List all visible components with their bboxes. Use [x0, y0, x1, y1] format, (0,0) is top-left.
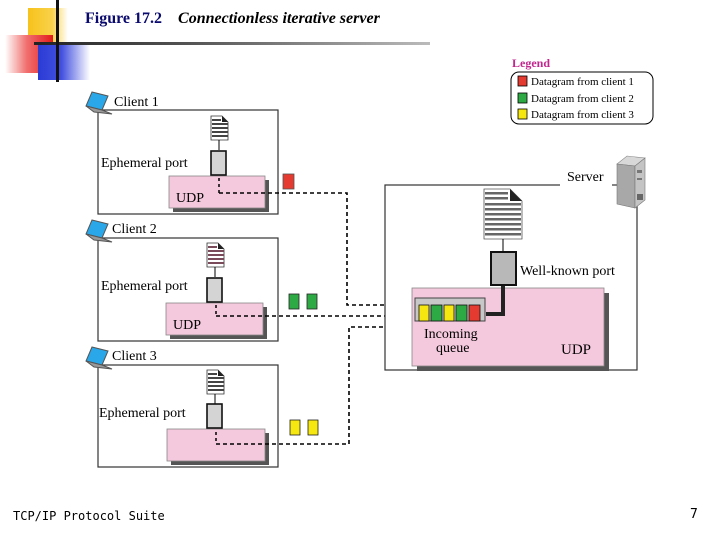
figure-number: Figure 17.2: [85, 10, 163, 27]
document-icon: [210, 115, 229, 141]
client-3: Client 3 Ephemeral port: [85, 346, 279, 468]
port-label: Ephemeral port: [99, 406, 186, 421]
port-label: Ephemeral port: [101, 156, 188, 171]
udp-label: UDP: [561, 342, 591, 358]
legend-swatch-red: [517, 75, 528, 87]
legend-label: Datagram from client 3: [531, 109, 634, 121]
figure-caption: Connectionless iterative server: [178, 10, 380, 27]
queue-label-line2: queue: [436, 341, 469, 356]
port-label: Well-known port: [520, 264, 615, 279]
legend-item-client1: Datagram from client 1: [517, 75, 634, 88]
footer-course-title: TCP/IP Protocol Suite: [13, 509, 165, 523]
client-name: Client 1: [114, 95, 159, 110]
document-icon: [206, 242, 225, 268]
udp-label: UDP: [176, 191, 204, 206]
ephemeral-port: [206, 403, 223, 429]
laptop-icon: [85, 91, 113, 115]
ephemeral-port: [206, 277, 223, 303]
server-name: Server: [567, 170, 604, 185]
server: Server Well-known port UDP: [384, 155, 646, 371]
well-known-port: [490, 251, 517, 286]
figure-title: Figure 17.2 Connectionless iterative serv…: [85, 10, 380, 28]
client-name: Client 2: [112, 222, 157, 237]
queued-datagram: [443, 304, 455, 322]
legend-label: Datagram from client 1: [531, 76, 634, 88]
queue-label-line1: Incoming: [424, 327, 478, 342]
datagram-client-3: [289, 419, 301, 436]
datagram-client-3: [307, 419, 319, 436]
datagram-client-1: [282, 173, 295, 190]
legend-title: Legend: [512, 56, 550, 70]
decor-vertical-rule: [56, 0, 59, 82]
queue-connector: [486, 284, 505, 316]
udp-box: [168, 175, 266, 209]
datagram-paths: [216, 192, 406, 445]
client-2: Client 2 Ephemeral port UDP: [85, 219, 279, 342]
path-client-3: [216, 322, 406, 445]
server-tower-icon: [616, 155, 646, 209]
document-icon: [483, 188, 523, 240]
page-number: 7: [690, 507, 698, 522]
port-label: Ephemeral port: [101, 279, 188, 294]
decor-horizontal-rule: [34, 42, 430, 45]
legend-swatch-green: [517, 92, 528, 104]
legend-item-client3: Datagram from client 3: [517, 108, 634, 121]
laptop-icon: [85, 219, 113, 243]
datagram-client-2: [288, 293, 300, 310]
legend: Legend Datagram from client 1 Datagram f…: [510, 56, 654, 125]
legend-item-client2: Datagram from client 2: [517, 92, 634, 105]
udp-box: [165, 302, 264, 336]
queued-datagram: [468, 304, 481, 322]
legend-label: Datagram from client 2: [531, 93, 634, 105]
legend-box: [510, 71, 654, 125]
document-icon: [206, 369, 225, 395]
queued-datagram: [430, 304, 443, 322]
decor-blue-square: [38, 45, 90, 80]
path-client-1: [219, 192, 405, 310]
server-label-bg: [560, 168, 612, 186]
datagrams-in-transit: [282, 173, 319, 436]
datagram-client-2: [306, 293, 318, 310]
ephemeral-port: [210, 150, 227, 176]
client-name: Client 3: [112, 349, 157, 364]
udp-label: UDP: [173, 318, 201, 333]
laptop-icon: [85, 346, 113, 370]
legend-swatch-yellow: [517, 108, 528, 120]
queued-datagram: [418, 304, 430, 322]
client-1: Client 1 Ephemeral port UDP: [85, 91, 279, 215]
incoming-queue: Incoming queue: [414, 297, 486, 356]
queued-datagram: [455, 304, 468, 322]
